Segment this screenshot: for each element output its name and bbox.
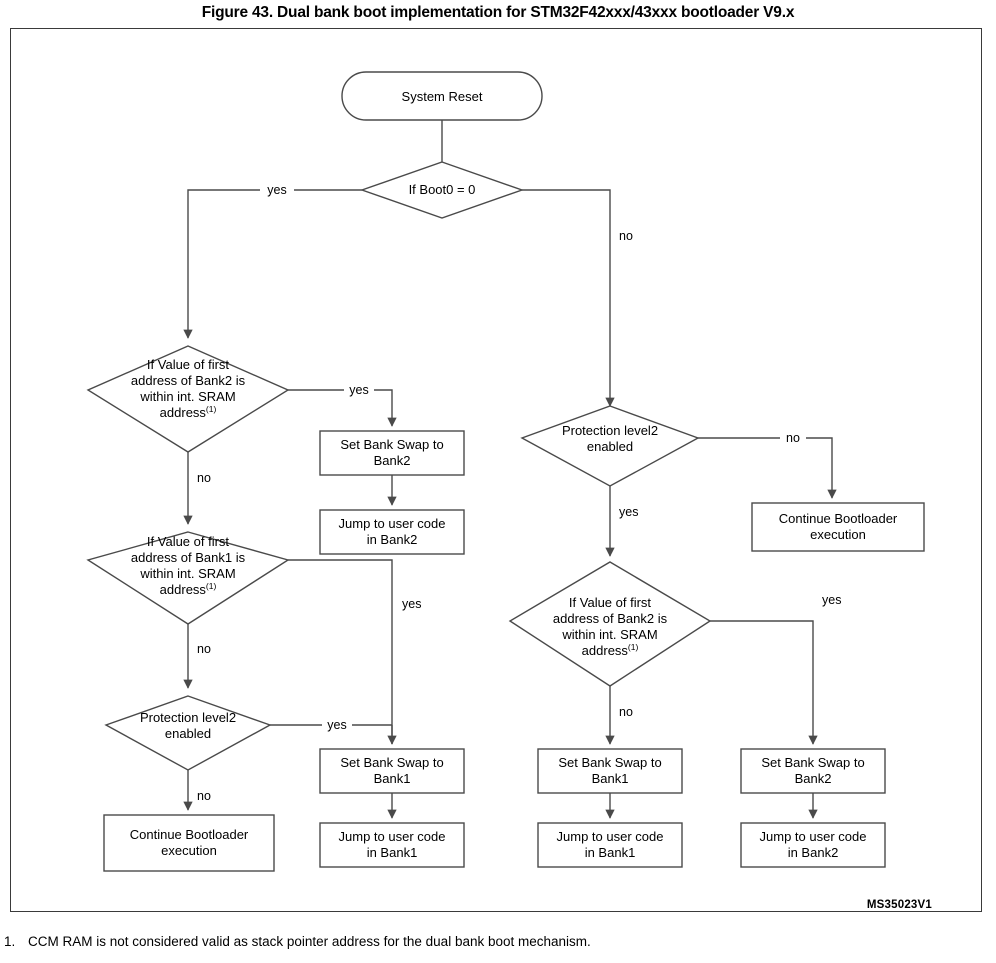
- diagram-id-label: MS35023V1: [867, 899, 932, 911]
- node-decision-right-protection-line1: Protection level2: [562, 423, 658, 438]
- node-decision-left-bank2-sup: (1): [206, 404, 217, 414]
- svg-text:address(1): address(1): [160, 404, 217, 420]
- node-box-jump-user-code-bank1-left-line1: Jump to user code: [339, 829, 446, 844]
- node-decision-left-protection-line2: enabled: [165, 726, 211, 741]
- node-box-set-bank-swap-bank2-top-line1: Set Bank Swap to: [340, 437, 443, 452]
- edge-label-rightprot-yes: yes: [619, 505, 638, 519]
- node-box-jump-user-code-bank1-mid-line2: in Bank1: [585, 845, 636, 860]
- node-box-continue-bootloader-right-line1: Continue Bootloader: [779, 511, 898, 526]
- edge-label-boot0-yes: yes: [267, 183, 286, 197]
- node-box-jump-user-code-bank2-right-line2: in Bank2: [788, 845, 839, 860]
- edge-label-boot0-no: no: [619, 229, 633, 243]
- node-decision-left-bank2-line2: address of Bank2 is: [131, 373, 246, 388]
- node-decision-left-bank2-line1: If Value of first: [147, 357, 230, 372]
- node-box-continue-bootloader-left[interactable]: Continue Bootloader execution: [103, 814, 275, 872]
- node-decision-left-bank1-line4: address: [160, 582, 207, 597]
- svg-text:address(1): address(1): [160, 581, 217, 597]
- node-system-reset-label: System Reset: [402, 89, 483, 104]
- edge-label-leftbank1-yes: yes: [402, 597, 421, 611]
- node-box-jump-user-code-bank2-top[interactable]: Jump to user code in Bank2: [319, 509, 465, 555]
- node-box-set-bank-swap-bank1-left-line1: Set Bank Swap to: [340, 755, 443, 770]
- node-decision-right-protection[interactable]: Protection level2 enabled: [520, 405, 700, 487]
- node-decision-right-bank2-line4: address: [582, 643, 629, 658]
- edge-label-leftbank2-yes: yes: [349, 383, 368, 397]
- edge-leftbank1-yes: [288, 559, 393, 744]
- node-decision-right-bank2-line2: address of Bank2 is: [553, 611, 668, 626]
- edge-label-rightbank2-yes: yes: [822, 593, 841, 607]
- node-box-continue-bootloader-left-line2: execution: [161, 843, 217, 858]
- node-box-continue-bootloader-right-line2: execution: [810, 527, 866, 542]
- node-decision-right-protection-line2: enabled: [587, 439, 633, 454]
- node-decision-left-bank2-line3: within int. SRAM: [139, 389, 235, 404]
- edge-leftbank2-yes: [288, 389, 397, 427]
- edge-label-rightbank2-no: no: [619, 705, 633, 719]
- edge-boot0-no: [522, 189, 615, 407]
- edge-rightprot-no: [698, 437, 837, 499]
- node-system-reset[interactable]: System Reset: [341, 71, 543, 121]
- flowchart-diagram: yes no yes no yes no yes no no yes yes n…: [86, 71, 932, 911]
- footnote-text: CCM RAM is not considered valid as stack…: [28, 934, 591, 949]
- node-decision-left-bank1-line3: within int. SRAM: [139, 566, 235, 581]
- node-box-jump-user-code-bank2-right[interactable]: Jump to user code in Bank2: [740, 822, 886, 868]
- node-box-jump-user-code-bank1-mid-line1: Jump to user code: [557, 829, 664, 844]
- node-box-set-bank-swap-bank1-mid[interactable]: Set Bank Swap to Bank1: [537, 748, 683, 794]
- node-box-jump-user-code-bank1-mid[interactable]: Jump to user code in Bank1: [537, 822, 683, 868]
- node-box-jump-user-code-bank2-right-line1: Jump to user code: [760, 829, 867, 844]
- edge-label-rightprot-no: no: [786, 431, 800, 445]
- edge-rightbank2-yes: [710, 620, 818, 745]
- edge-boot0-yes: [183, 189, 362, 339]
- node-decision-right-bank2-sup: (1): [628, 642, 639, 652]
- node-decision-left-bank1-line2: address of Bank1 is: [131, 550, 246, 565]
- node-box-set-bank-swap-bank1-mid-line1: Set Bank Swap to: [558, 755, 661, 770]
- node-decision-left-bank2-line4: address: [160, 405, 207, 420]
- edge-label-leftprot-yes: yes: [327, 718, 346, 732]
- node-box-set-bank-swap-bank2-right[interactable]: Set Bank Swap to Bank2: [740, 748, 886, 794]
- node-decision-left-bank2[interactable]: If Value of first address of Bank2 is wi…: [86, 345, 290, 453]
- edge-layer: [183, 120, 837, 819]
- node-box-set-bank-swap-bank2-top[interactable]: Set Bank Swap to Bank2: [319, 430, 465, 476]
- node-box-set-bank-swap-bank1-left[interactable]: Set Bank Swap to Bank1: [319, 748, 465, 794]
- node-decision-right-bank2-line3: within int. SRAM: [561, 627, 657, 642]
- node-box-set-bank-swap-bank2-right-line1: Set Bank Swap to: [761, 755, 864, 770]
- edge-label-layer: yes no yes no yes no yes no no yes yes n…: [197, 181, 841, 803]
- node-decision-boot0-label: If Boot0 = 0: [409, 182, 476, 197]
- edge-label-leftbank2-no: no: [197, 471, 211, 485]
- node-box-jump-user-code-bank1-left[interactable]: Jump to user code in Bank1: [319, 822, 465, 868]
- node-decision-left-protection-line1: Protection level2: [140, 710, 236, 725]
- node-box-set-bank-swap-bank1-left-line2: Bank1: [374, 771, 411, 786]
- svg-text:address(1): address(1): [582, 642, 639, 658]
- node-decision-left-bank1[interactable]: If Value of first address of Bank1 is wi…: [86, 531, 290, 625]
- footnote: 1. CCM RAM is not considered valid as sta…: [4, 934, 591, 949]
- node-box-continue-bootloader-left-line1: Continue Bootloader: [130, 827, 249, 842]
- node-box-set-bank-swap-bank2-top-line2: Bank2: [374, 453, 411, 468]
- footnote-number: 1.: [4, 934, 16, 949]
- edge-label-leftprot-no: no: [197, 789, 211, 803]
- node-decision-left-bank1-sup: (1): [206, 581, 217, 591]
- edge-label-leftbank1-no: no: [197, 642, 211, 656]
- node-box-jump-user-code-bank2-top-line1: Jump to user code: [339, 516, 446, 531]
- node-decision-left-protection[interactable]: Protection level2 enabled: [104, 695, 272, 771]
- node-decision-right-bank2-line1: If Value of first: [569, 595, 652, 610]
- node-decision-left-bank1-line1: If Value of first: [147, 534, 230, 549]
- node-box-continue-bootloader-right[interactable]: Continue Bootloader execution: [751, 502, 925, 552]
- node-decision-right-bank2[interactable]: If Value of first address of Bank2 is wi…: [508, 561, 712, 687]
- node-box-jump-user-code-bank1-left-line2: in Bank1: [367, 845, 418, 860]
- node-box-set-bank-swap-bank2-right-line2: Bank2: [795, 771, 832, 786]
- node-decision-boot0[interactable]: If Boot0 = 0: [359, 161, 525, 219]
- node-box-set-bank-swap-bank1-mid-line2: Bank1: [592, 771, 629, 786]
- node-box-jump-user-code-bank2-top-line2: in Bank2: [367, 532, 418, 547]
- page-title: Figure 43. Dual bank boot implementation…: [201, 4, 795, 21]
